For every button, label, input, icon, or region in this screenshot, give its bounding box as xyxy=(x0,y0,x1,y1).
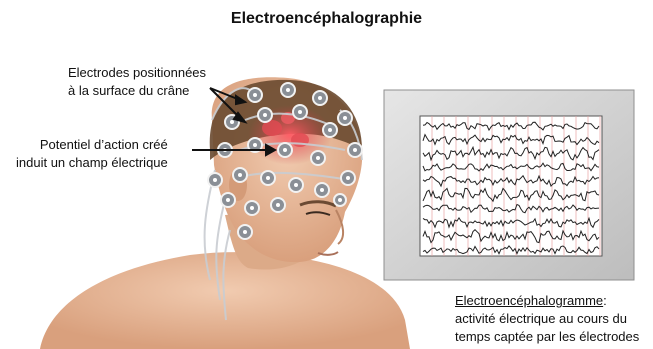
electrodes-label: Electrodes positionnées à la surface du … xyxy=(68,64,206,100)
eeg-label-line2: activité électrique au cours du xyxy=(455,310,639,328)
eeg-label-line1: Electroencéphalogramme: xyxy=(455,292,639,310)
electrodes-label-line2: à la surface du crâne xyxy=(68,82,206,100)
potential-label: Potentiel d’action créé induit un champ … xyxy=(16,136,168,172)
potential-label-line2: induit un champ électrique xyxy=(16,154,168,172)
eeg-monitor xyxy=(384,90,634,280)
electrodes-label-line1: Electrodes positionnées xyxy=(68,64,206,82)
potential-label-line1: Potentiel d’action créé xyxy=(16,136,168,154)
eeg-label-line3: temps captée par les électrodes xyxy=(455,328,639,346)
eeg-label: Electroencéphalogramme: activité électri… xyxy=(455,292,639,346)
eeg-label-title: Electroencéphalogramme xyxy=(455,293,603,308)
eeg-label-colon: : xyxy=(603,293,607,308)
